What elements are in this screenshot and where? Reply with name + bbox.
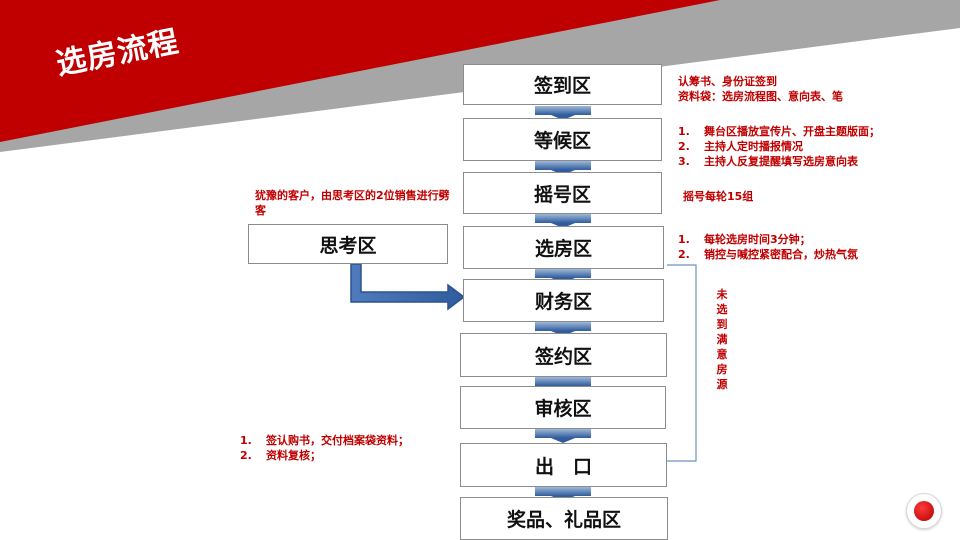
step-exit: 出 口 xyxy=(460,443,667,487)
note-checkin: 认筹书、身份证签到 资料袋：选房流程图、意向表、笔 xyxy=(678,74,843,104)
note-unselected: 未选到满意房源 xyxy=(716,288,728,391)
note-item-text: 舞台区播放宣传片、开盘主题版面； xyxy=(704,125,880,138)
note-item-text: 销控与喊控紧密配合，炒热气氛 xyxy=(704,248,858,261)
flow-arrow xyxy=(535,429,591,443)
note-item: 3. 主持人反复提醒填写选房意向表 xyxy=(678,154,880,169)
note-item-text: 主持人反复提醒填写选房意向表 xyxy=(704,155,858,168)
step-contract: 签约区 xyxy=(460,333,667,377)
note-selection: 1. 每轮选房时间3分钟； 2. 销控与喊控紧密配合，炒热气氛 xyxy=(678,232,858,262)
note-waiting: 1. 舞台区播放宣传片、开盘主题版面； 2. 主持人定时播报情况 3. 主持人反复提醒… xyxy=(678,124,880,169)
note-item-number: 1. xyxy=(240,434,252,447)
note-item-text: 每轮选房时间3分钟； xyxy=(704,233,811,246)
step-finance: 财务区 xyxy=(463,279,664,322)
note-item-text: 主持人定时播报情况 xyxy=(704,140,803,153)
flow-arrow xyxy=(535,377,591,391)
note-item-number: 2. xyxy=(678,248,690,261)
flow-arrow xyxy=(535,214,591,228)
corner-logo-icon xyxy=(907,494,941,528)
note-item: 1. 签认购书，交付档案袋资料； xyxy=(240,433,409,448)
note-item-text: 签认购书，交付档案袋资料； xyxy=(266,434,409,447)
page-title: 选房流程 xyxy=(53,24,182,83)
flow-arrow xyxy=(535,161,591,175)
note-lottery: 摇号每轮15组 xyxy=(683,190,754,203)
step-waiting: 等候区 xyxy=(463,118,662,161)
note-item-text: 资料复核； xyxy=(266,449,321,462)
note-item: 1. 每轮选房时间3分钟； xyxy=(678,232,858,247)
flow-arrow xyxy=(535,106,591,120)
step-selection: 选房区 xyxy=(463,226,664,269)
think-to-finance-arrow xyxy=(350,263,466,311)
step-checkin: 签到区 xyxy=(463,64,662,105)
flow-arrow xyxy=(535,487,591,501)
step-gifts: 奖品、礼品区 xyxy=(460,497,668,540)
note-item-number: 2. xyxy=(678,140,690,153)
note-line: 认筹书、身份证签到 xyxy=(678,75,777,88)
step-review: 审核区 xyxy=(460,386,666,429)
note-item-number: 1. xyxy=(678,233,690,246)
note-thinking: 犹豫的客户，由思考区的2位销售进行劈客 xyxy=(255,189,450,217)
step-lottery: 摇号区 xyxy=(463,172,662,214)
note-item: 1. 舞台区播放宣传片、开盘主题版面； xyxy=(678,124,880,139)
note-item-number: 1. xyxy=(678,125,690,138)
flow-arrow xyxy=(535,269,591,283)
note-exit: 1. 签认购书，交付档案袋资料； 2. 资料复核； xyxy=(240,433,409,463)
note-item-number: 3. xyxy=(678,155,690,168)
note-item: 2. 主持人定时播报情况 xyxy=(678,139,880,154)
note-item-number: 2. xyxy=(240,449,252,462)
note-line: 资料袋：选房流程图、意向表、笔 xyxy=(678,90,843,103)
note-item: 2. 资料复核； xyxy=(240,448,409,463)
flow-arrow xyxy=(535,322,591,336)
step-thinking: 思考区 xyxy=(248,224,448,264)
note-item: 2. 销控与喊控紧密配合，炒热气氛 xyxy=(678,247,858,262)
